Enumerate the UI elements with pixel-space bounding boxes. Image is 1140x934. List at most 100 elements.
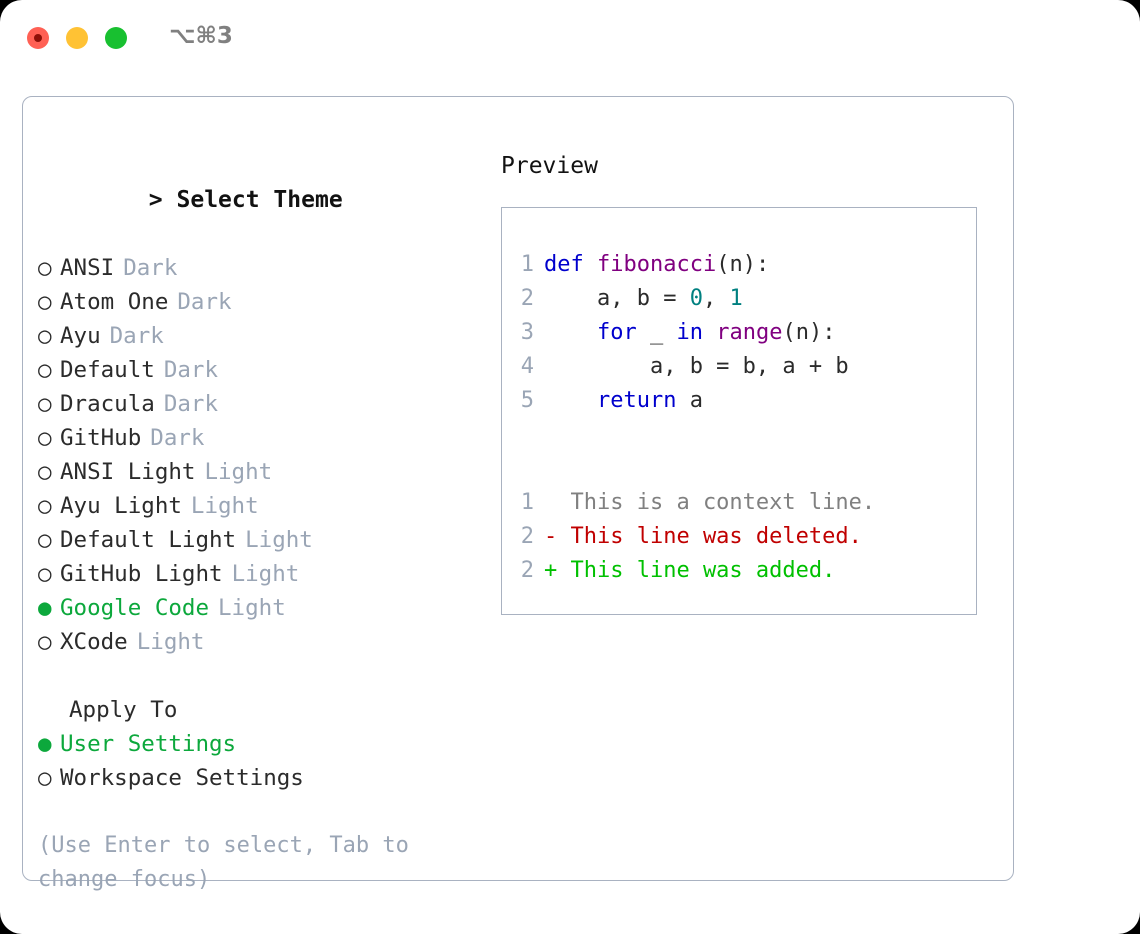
radio-unselected-icon: ○ — [38, 323, 52, 349]
code-token: return — [596, 388, 677, 413]
theme-option-default[interactable]: ○ Default Dark — [38, 353, 498, 387]
line-number: 2 — [520, 524, 534, 549]
theme-variant-tag: Light — [204, 459, 273, 485]
code-line: 2 a, b = 0, 1 — [502, 282, 976, 316]
select-theme-heading: > Select Theme — [38, 149, 498, 251]
line-number: 2 — [520, 558, 534, 583]
maximize-window-button[interactable] — [105, 27, 127, 49]
theme-variant-tag: Dark — [123, 255, 178, 281]
theme-variant-tag: Dark — [163, 357, 219, 383]
theme-option-label: Google Code — [60, 595, 210, 621]
theme-option-label: Default — [60, 357, 155, 383]
code-line: 3 for _ in range(n): — [502, 316, 976, 350]
theme-option-label: ANSI Light — [60, 459, 196, 485]
theme-variant-tag: Dark — [150, 425, 205, 451]
theme-variant-tag: Dark — [109, 323, 164, 349]
theme-option-label: Default Light — [60, 527, 237, 553]
theme-option-google-code[interactable]: ● Google Code Light — [38, 591, 498, 625]
apply-to-option-workspace-settings[interactable]: ○ Workspace Settings — [38, 761, 498, 795]
radio-unselected-icon: ○ — [38, 357, 52, 383]
code-token: fibonacci — [596, 252, 717, 277]
code-token — [544, 320, 597, 345]
code-token: in — [676, 320, 703, 345]
code-line: 5 return a — [502, 384, 976, 418]
diff-line: 2- This line was deleted. — [502, 520, 976, 554]
minimize-window-button[interactable] — [66, 27, 88, 49]
diff-sample: 1 This is a context line.2- This line wa… — [502, 486, 976, 588]
theme-option-label: Ayu — [60, 323, 101, 349]
code-token: a, b = b, a + b — [544, 354, 849, 379]
code-line-text: a, b = b, a + b — [544, 350, 849, 384]
radio-unselected-icon: ○ — [38, 255, 52, 281]
theme-variant-tag: Dark — [163, 391, 219, 417]
line-number: 1 — [520, 252, 534, 277]
theme-option-label: Atom One — [60, 289, 169, 315]
theme-variant-tag: Dark — [177, 289, 232, 315]
diff-line-text: This is a context line. — [544, 490, 876, 515]
radio-unselected-icon: ○ — [38, 561, 52, 587]
apply-to-option-label: Workspace Settings — [60, 765, 304, 791]
theme-variant-tag: Light — [245, 527, 313, 553]
code-line-text: return a — [544, 384, 703, 418]
radio-selected-icon: ● — [38, 595, 52, 621]
traffic-light-group — [27, 27, 127, 49]
diff-line-text: + This line was added. — [544, 558, 836, 583]
code-token: range — [716, 320, 783, 345]
radio-unselected-icon: ○ — [38, 765, 52, 791]
apply-to-heading: Apply To — [69, 697, 178, 723]
code-token — [703, 320, 716, 345]
diff-line: 1 This is a context line. — [502, 486, 976, 520]
close-window-button[interactable] — [27, 27, 49, 49]
list-spacer — [38, 659, 498, 693]
theme-option-ayu[interactable]: ○ Ayu Dark — [38, 319, 498, 353]
theme-option-dracula[interactable]: ○ Dracula Dark — [38, 387, 498, 421]
code-line-text: def fibonacci(n): — [544, 248, 769, 282]
radio-unselected-icon: ○ — [38, 629, 52, 655]
apply-to-option-user-settings[interactable]: ●User Settings — [38, 727, 498, 761]
apply-to-option-label: User Settings — [60, 731, 237, 757]
code-token: 0 — [689, 286, 703, 311]
code-token: (n): — [782, 320, 836, 345]
line-number: 5 — [520, 388, 534, 413]
line-number: 2 — [520, 286, 534, 311]
select-theme-heading-label: Select Theme — [176, 187, 343, 213]
diff-line: 2 + This line was added. — [502, 554, 976, 588]
line-number: 1 — [520, 490, 534, 515]
apply-to-option-list: ●User Settings ○ Workspace Settings — [38, 727, 498, 795]
radio-unselected-icon: ○ — [38, 459, 52, 485]
theme-variant-tag: Light — [218, 595, 286, 621]
keyboard-shortcut-label: ⌥⌘3 — [169, 23, 233, 49]
code-token: a, b = — [544, 286, 690, 311]
code-token: def — [544, 252, 597, 277]
theme-variant-tag: Light — [190, 493, 259, 519]
code-blank-line — [502, 452, 976, 486]
code-token: a — [676, 388, 703, 413]
code-line-text: for _ in range(n): — [544, 316, 835, 350]
selection-caret-icon: > — [148, 187, 163, 213]
theme-option-ansi-light[interactable]: ○ ANSI Light Light — [38, 455, 498, 489]
code-line-text: a, b = 0, 1 — [544, 282, 743, 316]
line-number: 4 — [520, 354, 534, 379]
keyboard-hint-text: (Use Enter to select, Tab to change focu… — [38, 833, 423, 892]
code-token: 1 — [729, 286, 743, 311]
radio-unselected-icon: ○ — [38, 391, 52, 417]
theme-option-label: Dracula — [60, 391, 155, 417]
code-token — [544, 388, 597, 413]
theme-option-label: GitHub — [60, 425, 142, 451]
code-token: _ — [636, 320, 677, 345]
preview-heading: Preview — [501, 153, 598, 179]
code-token: , — [702, 286, 730, 311]
code-blank-line — [502, 418, 976, 452]
